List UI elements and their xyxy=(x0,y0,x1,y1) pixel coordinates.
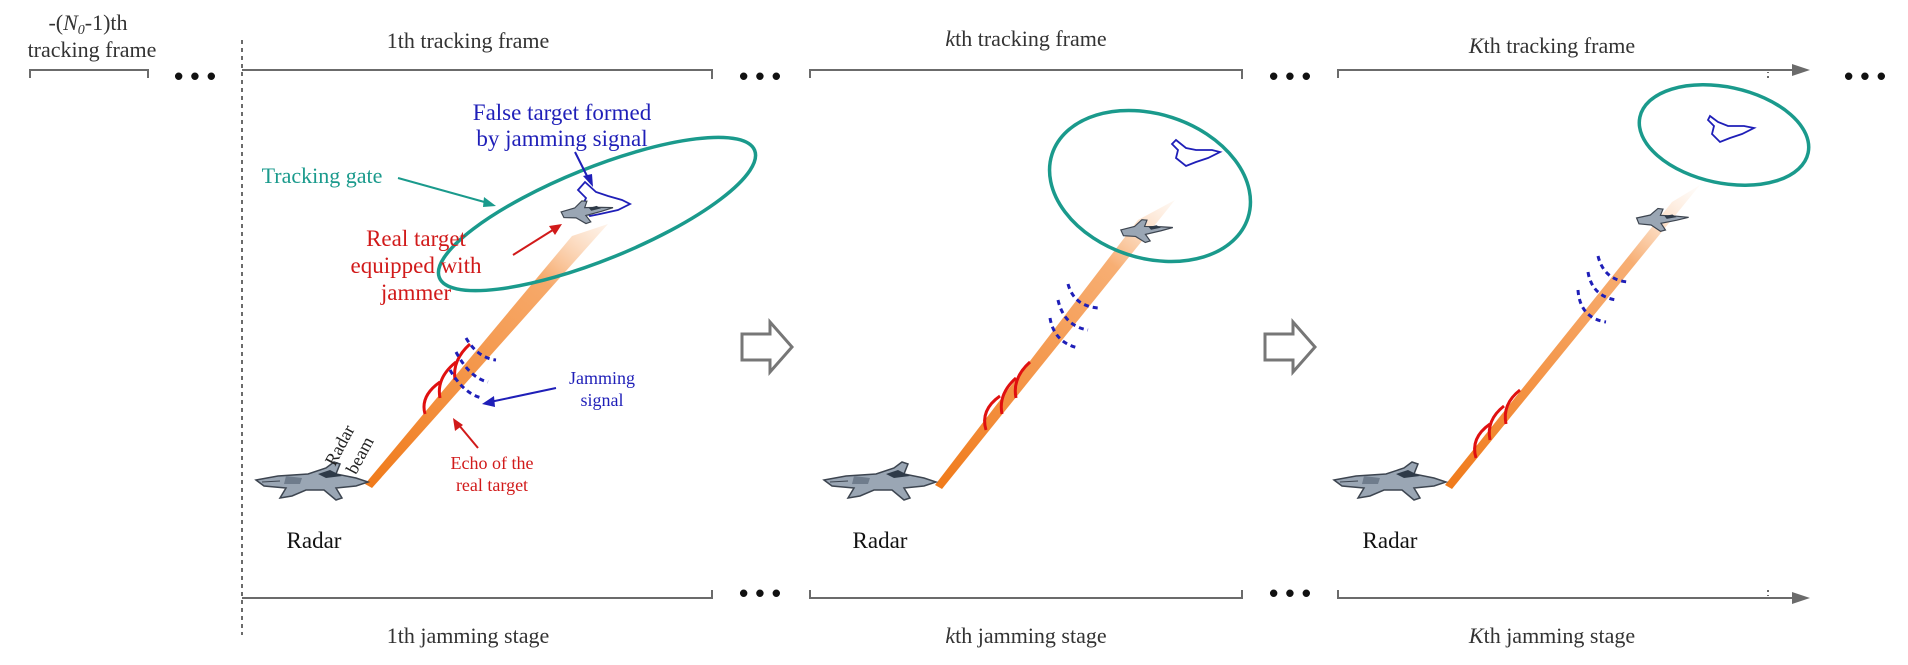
prev-frame-label-line2: tracking frame xyxy=(28,37,157,62)
false-target-label: False target formed xyxy=(473,100,652,125)
real-target-label-2: equipped with xyxy=(351,253,482,278)
tracking-gate-3 xyxy=(1637,83,1811,187)
transition-arrow-icon-2 xyxy=(1263,318,1317,376)
top-timeline xyxy=(29,69,1800,78)
jamming-signal-label: Jamming xyxy=(569,368,635,388)
tracking-gate-2 xyxy=(1047,108,1253,264)
radar-jet-2 xyxy=(823,461,937,501)
radar-label-3: Radar xyxy=(1363,528,1418,553)
stage-k-label: kth jamming stage xyxy=(945,623,1106,648)
ellipsis-top-4: • • • xyxy=(1844,61,1886,91)
echo-arcs-2 xyxy=(983,360,1032,431)
frame-1-label: 1th tracking frame xyxy=(387,28,550,53)
tracking-gate-label: Tracking gate xyxy=(262,163,383,188)
top-arrow-head xyxy=(1792,64,1810,76)
jamming-arcs-1 xyxy=(448,337,497,400)
panel-frame-1: False target formed by jamming signal Tr… xyxy=(255,100,758,553)
ellipsis-bottom-2: • • • xyxy=(1269,578,1311,608)
echo-arcs-1 xyxy=(422,342,472,415)
tracking-gate-1 xyxy=(436,135,758,293)
ellipsis-bottom-1: • • • xyxy=(739,578,781,608)
frame-K-label: Kth tracking frame xyxy=(1468,33,1635,58)
echo-arcs-3 xyxy=(1473,388,1521,459)
bottom-timeline xyxy=(242,590,1800,599)
echo-label: Echo of the xyxy=(451,453,534,473)
ellipsis-top-2: • • • xyxy=(739,61,781,91)
stage-K-label: Kth jamming stage xyxy=(1468,623,1635,648)
radar-label-1: Radar xyxy=(287,528,342,553)
real-target-label: Real target xyxy=(366,226,466,251)
transition-arrow-icon-1 xyxy=(740,318,794,376)
radar-label-2: Radar xyxy=(853,528,908,553)
jamming-signal-label-2: signal xyxy=(581,390,624,410)
jamming-arcs-2 xyxy=(1048,283,1099,350)
radar-beam-2 xyxy=(935,200,1175,489)
ellipsis-top-3: • • • xyxy=(1269,61,1311,91)
bottom-arrow-head xyxy=(1792,592,1810,604)
false-target-label-2: by jamming signal xyxy=(476,126,647,151)
panel-frame-K: Radar xyxy=(1333,83,1811,553)
echo-label-2: real target xyxy=(456,475,528,495)
real-target-jet-3 xyxy=(1635,205,1691,234)
real-target-label-3: jammer xyxy=(380,280,452,305)
prev-frame-label: -(N0-1)th xyxy=(48,10,127,38)
ellipsis-top-1: • • • xyxy=(174,61,216,91)
panel-frame-k: Radar xyxy=(823,108,1253,553)
false-target-icon-3 xyxy=(1706,114,1757,144)
false-target-icon-2 xyxy=(1170,138,1223,168)
false-target-icon-1 xyxy=(576,180,633,217)
stage-1-label: 1th jamming stage xyxy=(387,623,550,648)
frame-k-label: kth tracking frame xyxy=(945,26,1106,51)
jamming-arcs-3 xyxy=(1576,255,1629,324)
radar-jet-3 xyxy=(1333,461,1447,501)
radar-beam-3 xyxy=(1445,185,1700,489)
